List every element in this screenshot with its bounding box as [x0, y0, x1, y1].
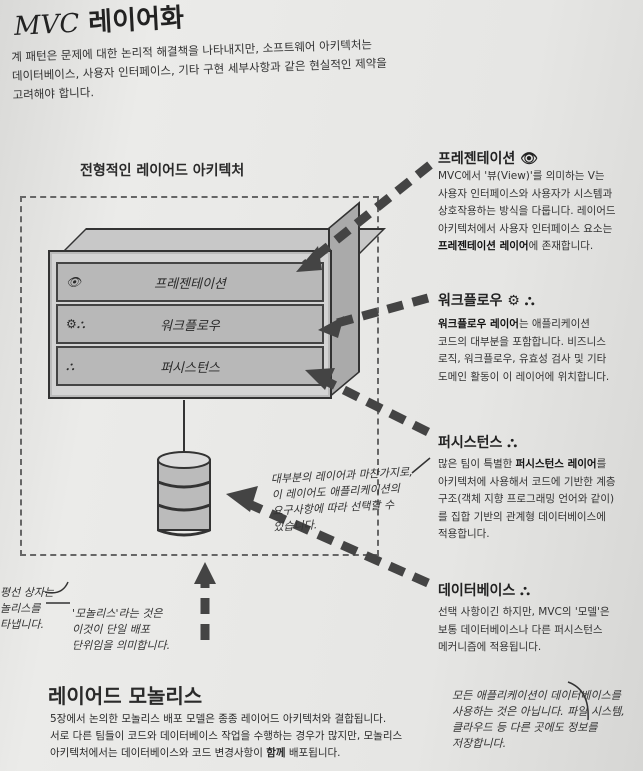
network-icon: ⛬: [507, 435, 518, 451]
layer-persistence: ⛬퍼시스턴스: [56, 346, 324, 386]
layer-workflow: ⚙⛬워크플로우: [56, 304, 324, 344]
gears-icon: ⚙ ⛬: [507, 293, 535, 309]
layered-monolith-text: 5장에서 논의한 모놀리스 배포 모델은 종종 레이어드 아키텍처와 결합됩니다…: [50, 713, 403, 759]
database-icon: [157, 451, 211, 537]
network-icon: ⛬: [66, 358, 75, 373]
arrow-database: [238, 495, 430, 588]
arrow-persistence: [317, 373, 431, 437]
arrow-presentation: [302, 161, 433, 269]
layer-presentation: 👁프레젠테이션: [56, 262, 324, 302]
eye-icon: 👁: [520, 151, 538, 167]
section-heading-layered-monolith: 레이어드 모놀리스: [48, 684, 203, 708]
network-icon: ⛬: [520, 583, 530, 599]
arrow-workflow: [328, 293, 430, 330]
diagram-title: 전형적인 레이어드 아키텍처: [80, 163, 245, 179]
eye-icon: 👁: [66, 275, 82, 289]
gears-icon: ⚙⛬: [66, 316, 86, 331]
monolith-boundary: [20, 196, 379, 556]
